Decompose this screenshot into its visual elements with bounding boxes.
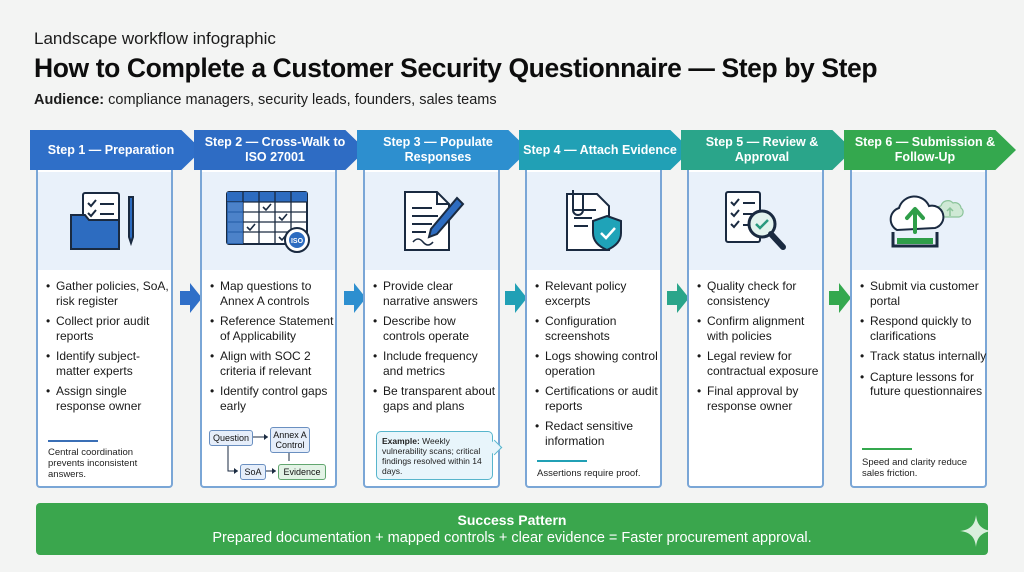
flow-connectors [227, 434, 290, 474]
step-card-5: Step 5 — Review & Approval Quality check… [681, 130, 853, 488]
step-card-6: Step 6 — Submission & Follow-Up Submit v… [844, 130, 1016, 488]
step-1-footer-rule [48, 440, 98, 442]
list-item: Confirm alignment with policies [697, 314, 825, 343]
audience-line: Audience: compliance managers, security … [34, 92, 497, 108]
step-4-icon-zone [527, 172, 660, 270]
step-5-icon-zone [689, 172, 822, 270]
arrow-icon [180, 283, 202, 313]
svg-text:ISO: ISO [290, 238, 303, 245]
step-1-footer: Central coordination prevents inconsiste… [48, 447, 138, 480]
folder-checklist-pen-icon [69, 192, 134, 250]
step-1-banner: Step 1 — Preparation [30, 130, 202, 170]
document-clip-shield-icon [565, 190, 622, 252]
step-2-banner: Step 2 — Cross-Walk to ISO 27001 [194, 130, 366, 170]
list-item: Identify subject-matter experts [46, 349, 174, 378]
document-pen-icon [403, 191, 464, 251]
flow-question: Question [209, 430, 253, 446]
step-3-bullets: Provide clear narrative answers Describe… [373, 279, 501, 419]
arrow-icon [505, 283, 527, 313]
list-item: Quality check for consistency [697, 279, 825, 308]
step-6-footer: Speed and clarity reduce sales friction. [862, 457, 968, 479]
page-title: How to Complete a Customer Security Ques… [34, 53, 878, 83]
flow-annex-a-control: Annex A Control [270, 427, 310, 453]
step-card-3: Step 3 — Populate Responses Provide clea… [357, 130, 529, 488]
list-item: Map questions to Annex A controls [210, 279, 338, 308]
list-item: Final approval by response owner [697, 384, 825, 413]
list-item: Relevant policy excerpts [535, 279, 663, 308]
list-item: Be transparent about gaps and plans [373, 384, 501, 413]
step-1-icon-zone [38, 172, 171, 270]
step-1-bullets: Gather policies, SoA, risk register Coll… [46, 279, 174, 419]
step-card-1: Step 1 — Preparation Gather policies, So… [30, 130, 202, 488]
step-6-icon-zone [852, 172, 985, 270]
list-item: Assign single response owner [46, 384, 174, 413]
success-text: Prepared documentation + mapped controls… [212, 530, 812, 546]
step-5-banner: Step 5 — Review & Approval [681, 130, 853, 170]
list-item: Reference Statement of Applicability [210, 314, 338, 343]
list-item: Respond quickly to clarifications [860, 314, 988, 343]
list-item: Logs showing control operation [535, 349, 663, 378]
example-label: Example: [382, 436, 420, 446]
flow-evidence: Evidence [278, 464, 326, 480]
list-item: Provide clear narrative answers [373, 279, 501, 308]
step-6-banner: Step 6 — Submission & Follow-Up [844, 130, 1016, 170]
list-item: Gather policies, SoA, risk register [46, 279, 174, 308]
list-item: Include frequency and metrics [373, 349, 501, 378]
step-6-bullets: Submit via customer portal Respond quick… [860, 279, 988, 405]
step-6-footer-rule [862, 448, 912, 450]
list-item: Submit via customer portal [860, 279, 988, 308]
upload-tray-cloud-icon [889, 195, 964, 248]
list-item: Legal review for contractual exposure [697, 349, 825, 378]
arrow-icon [344, 283, 366, 313]
step-4-banner: Step 4 — Attach Evidence [519, 130, 691, 170]
step-4-footer-rule [537, 460, 587, 462]
step-3-banner: Step 3 — Populate Responses [357, 130, 529, 170]
step-4-footer: Assertions require proof. [537, 468, 641, 479]
mapping-flow: Question Annex A Control SoA Evidence [206, 427, 334, 481]
list-item: Redact sensitive information [535, 419, 663, 448]
success-title: Success Pattern [457, 512, 567, 528]
list-item: Align with SOC 2 criteria if relevant [210, 349, 338, 378]
list-item: Configuration screenshots [535, 314, 663, 343]
example-callout: Example: Weekly vulnerability scans; cri… [376, 431, 493, 480]
list-item: Identify control gaps early [210, 384, 338, 413]
list-item: Collect prior audit reports [46, 314, 174, 343]
arrow-icon [667, 283, 689, 313]
list-item: Track status internally [860, 349, 988, 364]
step-2-bullets: Map questions to Annex A controls Refere… [210, 279, 338, 419]
arrow-icon [829, 283, 851, 313]
flow-soa: SoA [240, 464, 266, 480]
checklist-magnifier-icon [724, 191, 786, 250]
kicker: Landscape workflow infographic [34, 29, 276, 48]
success-pattern-banner: Success Pattern Prepared documentation +… [36, 503, 988, 555]
list-item: Describe how controls operate [373, 314, 501, 343]
step-card-4: Step 4 — Attach Evidence Relevant policy… [519, 130, 691, 488]
example-text: Weekly vulnerability scans; critical fin… [382, 436, 482, 476]
control-grid-iso-icon: ISO [225, 191, 310, 253]
step-4-bullets: Relevant policy excerpts Configuration s… [535, 279, 663, 454]
audience-text: compliance managers, security leads, fou… [108, 92, 497, 108]
step-3-icon-zone [365, 172, 498, 270]
list-item: Certifications or audit reports [535, 384, 663, 413]
step-card-2: Step 2 — Cross-Walk to ISO 27001 ISO Map… [194, 130, 366, 488]
step-5-bullets: Quality check for consistency Confirm al… [697, 279, 825, 419]
sparkle-icon [960, 515, 992, 547]
audience-label: Audience: [34, 92, 105, 108]
step-2-icon-zone: ISO [202, 172, 335, 270]
list-item: Capture lessons for future questionnaire… [860, 370, 988, 399]
